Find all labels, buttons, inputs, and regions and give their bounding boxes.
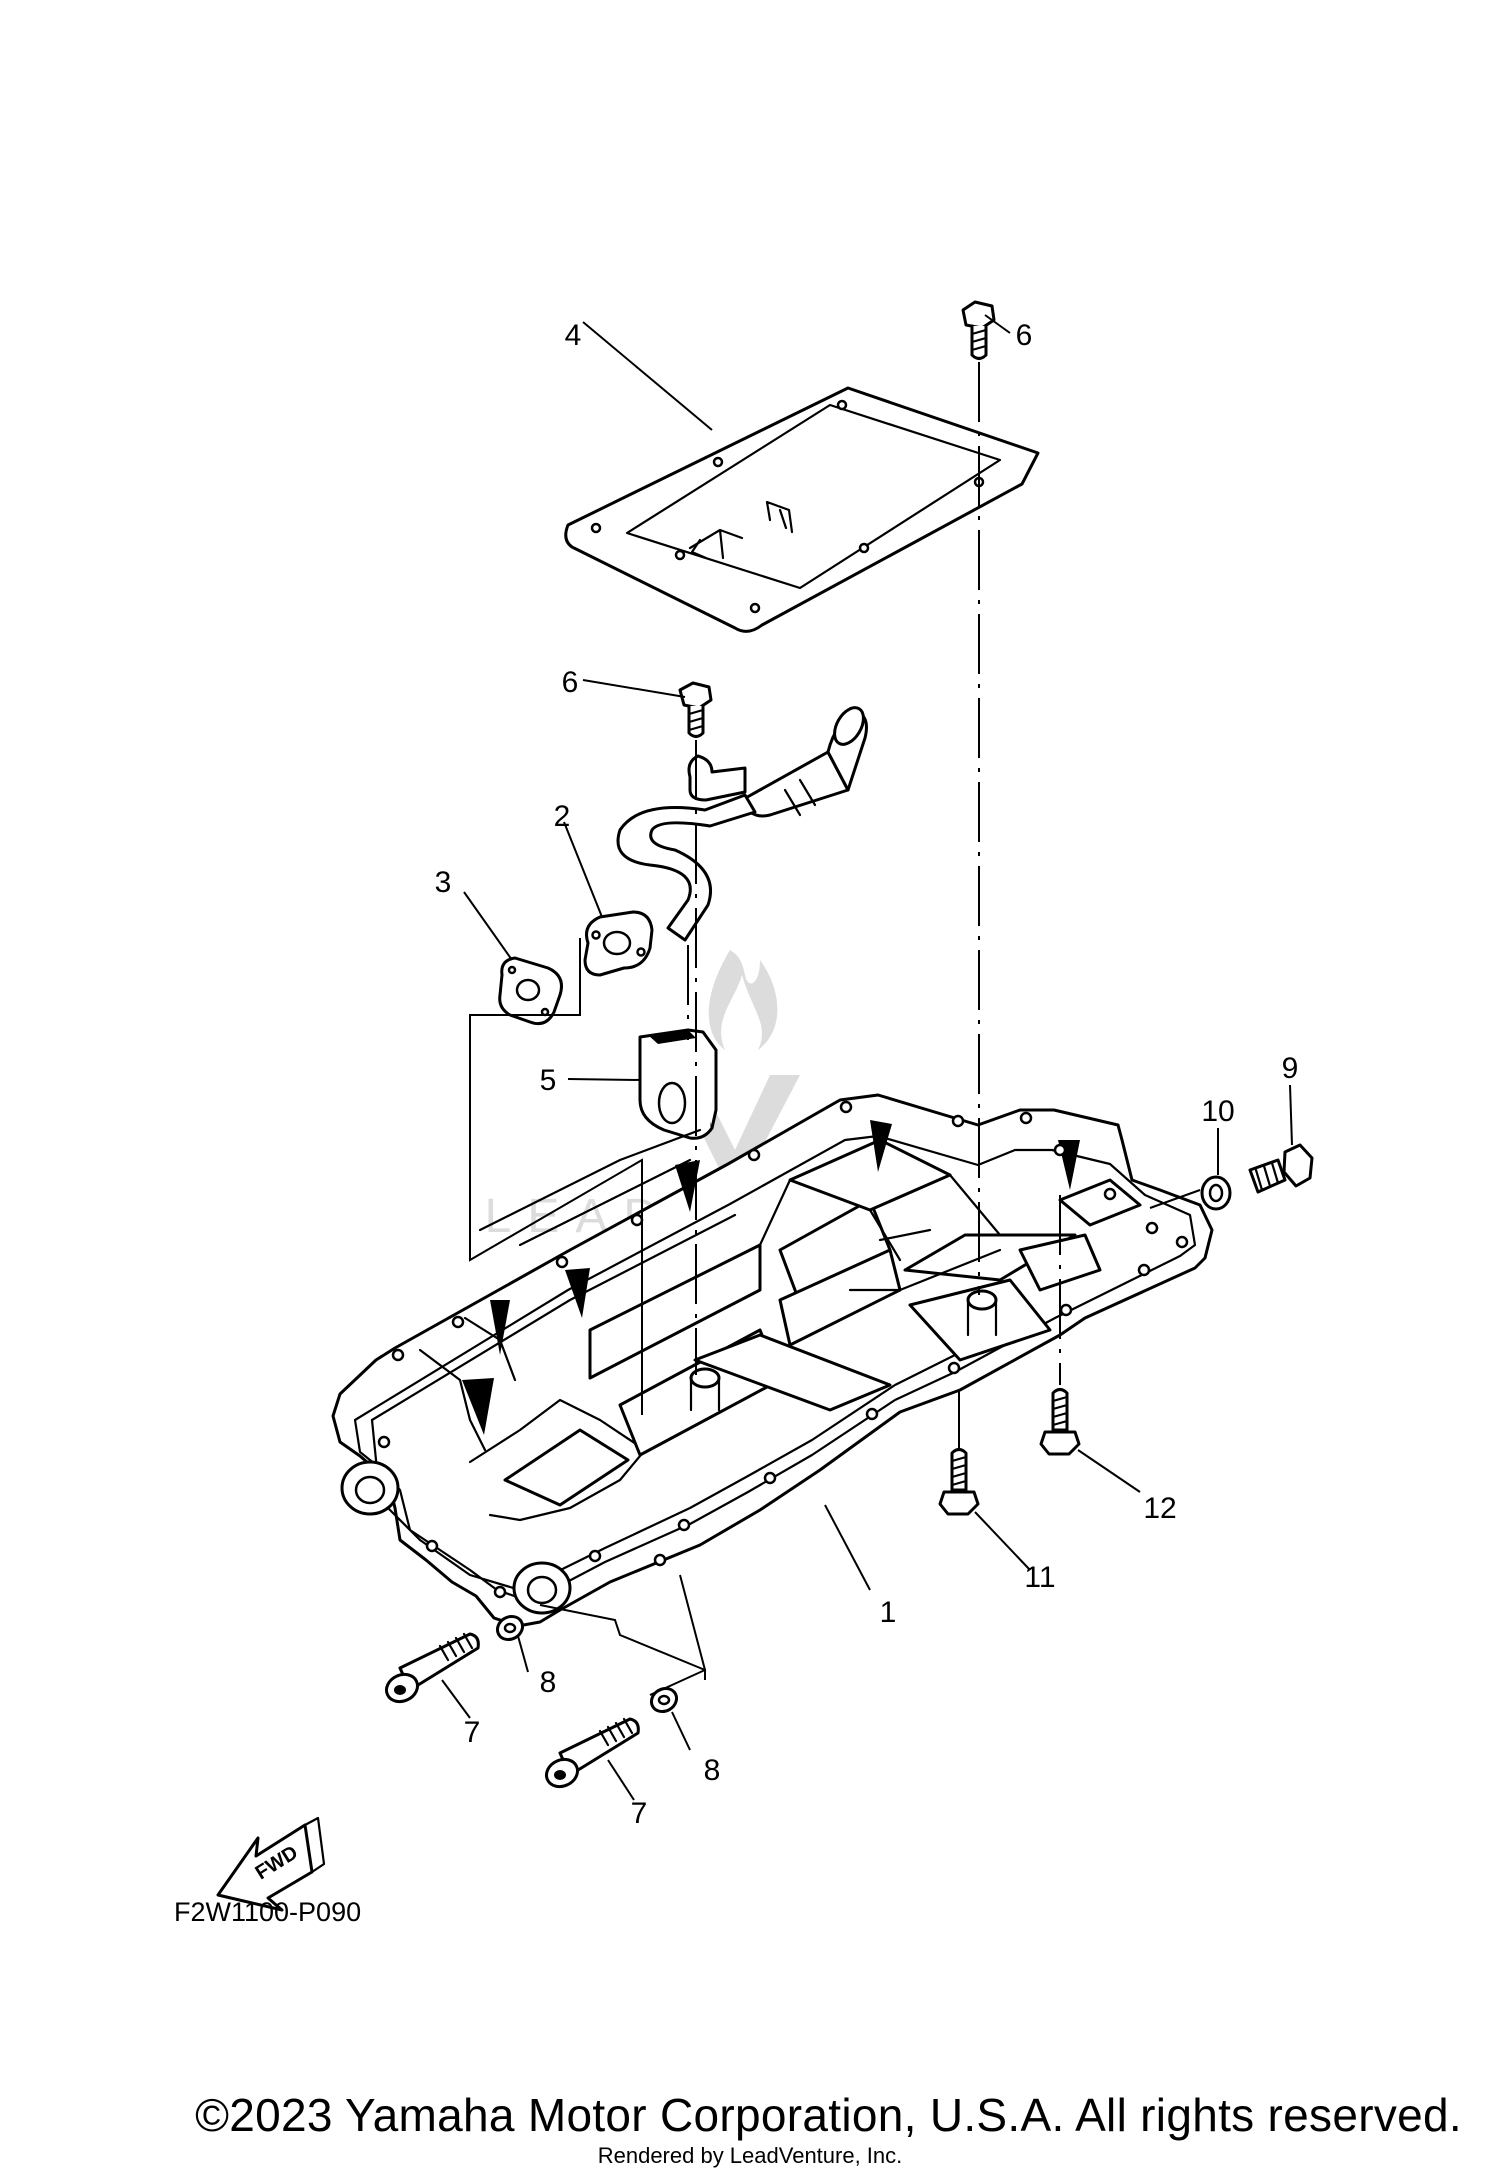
part-9-drain-plug xyxy=(1248,1143,1314,1194)
part-5-baffle xyxy=(638,1028,718,1140)
callout-10: 10 xyxy=(1201,1095,1234,1128)
part-12-bolt xyxy=(1039,1388,1081,1456)
fwd-arrow-icon: FWD xyxy=(216,1816,326,1912)
part-10-washer xyxy=(1200,1175,1232,1211)
part-6-bolt-top xyxy=(961,300,996,360)
callout-11: 11 xyxy=(1024,1561,1055,1594)
part-1-oil-pan xyxy=(331,1093,1214,1628)
callout-8-lower: 8 xyxy=(704,1754,721,1787)
callout-8-upper: 8 xyxy=(540,1666,557,1699)
callout-9: 9 xyxy=(1282,1052,1299,1085)
part-3-gasket xyxy=(498,956,563,1026)
callout-1: 1 xyxy=(880,1596,897,1629)
callout-6-middle: 6 xyxy=(562,666,579,699)
callout-12: 12 xyxy=(1143,1492,1176,1525)
callout-5: 5 xyxy=(540,1064,557,1097)
diagram-code: F2W1100-P090 xyxy=(174,1897,361,1927)
part-6-bolt-middle xyxy=(678,681,713,738)
copyright-notice: ©2023 Yamaha Motor Corporation, U.S.A. A… xyxy=(195,2089,1462,2141)
part-2-strainer-pipe xyxy=(583,706,868,977)
part-8-washer-upper xyxy=(495,1614,525,1642)
callout-7-upper: 7 xyxy=(464,1716,481,1749)
callout-6-top: 6 xyxy=(1016,319,1033,352)
pan-flange-holes xyxy=(377,1100,1189,1599)
callout-7-lower: 7 xyxy=(631,1797,648,1830)
callout-labels: 4 6 6 2 3 5 9 10 12 11 1 8 8 7 7 xyxy=(435,319,1299,1830)
part-7-bolt-upper xyxy=(384,1632,480,1704)
callout-3: 3 xyxy=(435,866,452,899)
part-4-cover-plate xyxy=(564,386,1040,633)
part-11-bolt xyxy=(938,1448,980,1516)
callout-4: 4 xyxy=(565,319,582,352)
callout-2: 2 xyxy=(554,800,571,833)
part-7-bolt-lower xyxy=(544,1717,640,1789)
leader-lines xyxy=(441,314,1293,1801)
alignment-lines xyxy=(687,362,1201,1448)
rendered-by-note: Rendered by LeadVenture, Inc. xyxy=(597,2143,903,2168)
flame-icon xyxy=(708,950,778,1050)
